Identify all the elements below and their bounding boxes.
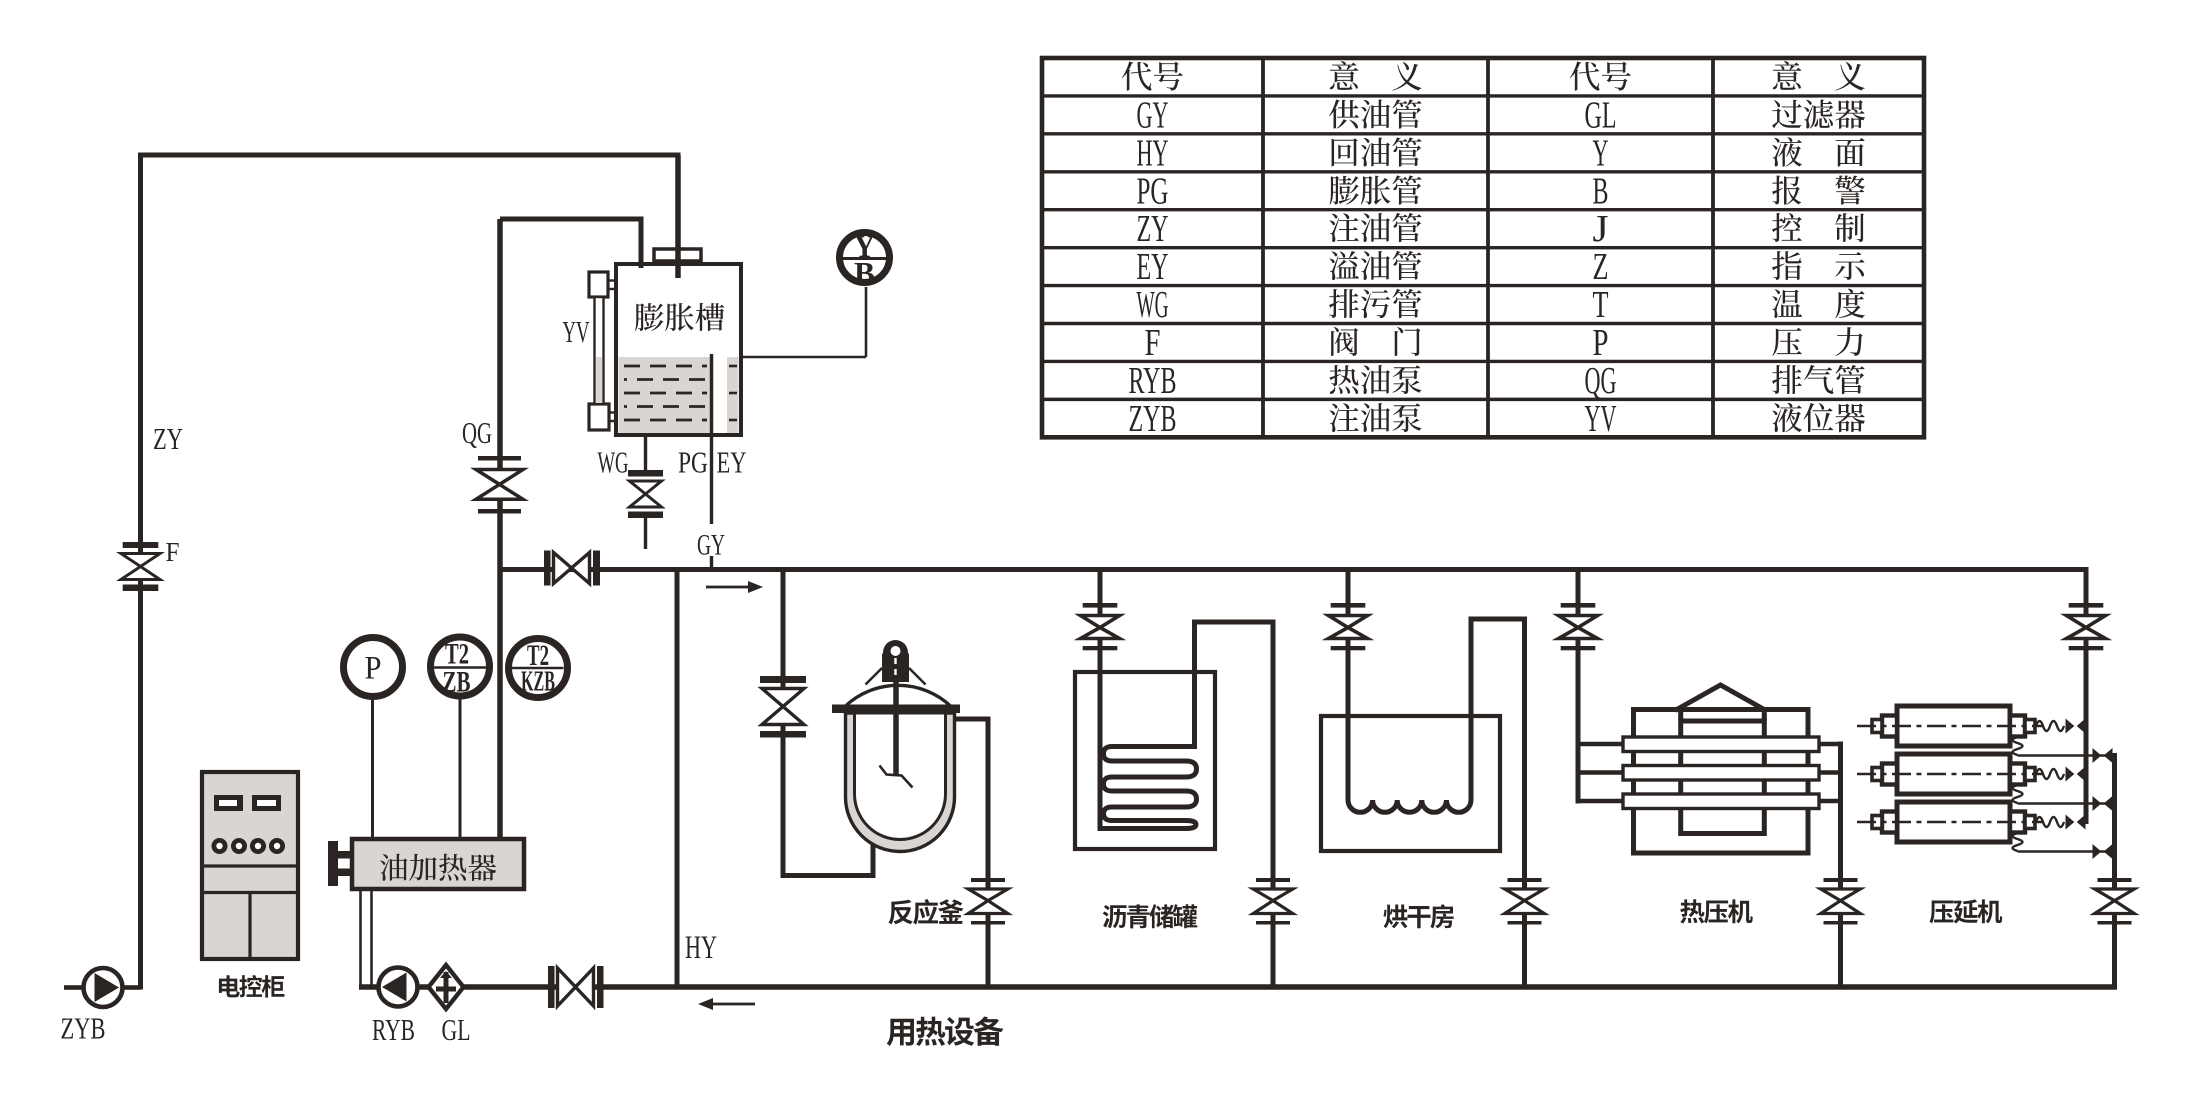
svg-text:T2: T2 — [527, 639, 549, 672]
svg-text:Y: Y — [854, 229, 875, 264]
svg-text:ZYB: ZYB — [61, 1011, 106, 1046]
svg-text:代号: 代号 — [1569, 53, 1632, 98]
svg-text:液位器: 液位器 — [1771, 394, 1866, 439]
svg-text:指 示: 指 示 — [1771, 243, 1866, 288]
svg-text:GL: GL — [1585, 94, 1617, 136]
svg-text:注油管: 注油管 — [1328, 205, 1423, 250]
svg-text:ZB: ZB — [443, 666, 471, 699]
svg-text:GY: GY — [1137, 94, 1169, 136]
svg-text:供油管: 供油管 — [1328, 91, 1423, 136]
svg-text:F: F — [166, 537, 180, 567]
svg-text:沥青储罐: 沥青储罐 — [1102, 897, 1198, 934]
svg-text:溢油管: 溢油管 — [1328, 243, 1423, 288]
svg-text:YV: YV — [563, 314, 590, 349]
svg-text:QG: QG — [462, 415, 492, 450]
svg-text:T2: T2 — [445, 638, 469, 671]
svg-text:膨胀管: 膨胀管 — [1328, 167, 1423, 212]
svg-text:RYB: RYB — [1129, 360, 1177, 402]
svg-text:热油泵: 热油泵 — [1328, 356, 1423, 401]
svg-text:用热设备: 用热设备 — [886, 1007, 1004, 1052]
svg-text:EY: EY — [717, 445, 747, 480]
svg-text:压 力: 压 力 — [1771, 318, 1866, 363]
svg-text:反应釜: 反应釜 — [888, 891, 964, 930]
svg-text:T: T — [1593, 284, 1609, 326]
svg-text:GY: GY — [697, 529, 725, 562]
svg-text:KZB: KZB — [521, 666, 555, 698]
svg-text:RYB: RYB — [372, 1012, 415, 1047]
svg-text:注油泵: 注油泵 — [1328, 394, 1423, 439]
svg-text:P: P — [365, 651, 382, 687]
svg-text:膨胀槽: 膨胀槽 — [634, 294, 726, 338]
svg-text:YV: YV — [1585, 398, 1617, 440]
svg-text:B: B — [1593, 170, 1609, 212]
svg-text:排污管: 排污管 — [1328, 281, 1423, 326]
svg-text:ZY: ZY — [153, 421, 183, 456]
svg-text:过滤器: 过滤器 — [1771, 91, 1866, 136]
svg-text:PG: PG — [678, 445, 708, 480]
svg-text:烘干房: 烘干房 — [1383, 897, 1454, 934]
svg-text:QG: QG — [1585, 360, 1617, 402]
svg-text:Z: Z — [1593, 246, 1609, 288]
svg-text:电控柜: 电控柜 — [216, 968, 285, 1003]
svg-text:意 义: 意 义 — [1328, 53, 1423, 98]
svg-text:报 警: 报 警 — [1771, 167, 1866, 212]
svg-text:ZY: ZY — [1137, 208, 1169, 250]
svg-text:代号: 代号 — [1121, 53, 1184, 98]
svg-text:P: P — [1593, 322, 1609, 364]
svg-text:HY: HY — [1137, 132, 1169, 174]
svg-text:液 面: 液 面 — [1771, 129, 1866, 174]
svg-text:ZYB: ZYB — [1129, 398, 1177, 440]
svg-text:油加热器: 油加热器 — [379, 846, 497, 888]
svg-text:温 度: 温 度 — [1771, 281, 1866, 326]
svg-text:Y: Y — [1593, 132, 1609, 174]
svg-text:压延机: 压延机 — [1929, 892, 2003, 929]
svg-text:GL: GL — [442, 1012, 471, 1047]
svg-text:HY: HY — [685, 930, 717, 966]
svg-text:J: J — [1593, 208, 1609, 250]
svg-text:意 义: 意 义 — [1771, 53, 1866, 98]
svg-text:EY: EY — [1137, 246, 1169, 288]
svg-text:F: F — [1145, 322, 1161, 364]
svg-text:热压机: 热压机 — [1679, 892, 1753, 929]
svg-text:WG: WG — [1137, 284, 1169, 326]
svg-text:回油管: 回油管 — [1328, 129, 1423, 174]
svg-text:排气管: 排气管 — [1771, 356, 1866, 401]
svg-text:PG: PG — [1137, 170, 1169, 212]
svg-text:阀 门: 阀 门 — [1328, 318, 1423, 363]
svg-text:控 制: 控 制 — [1771, 205, 1866, 250]
svg-text:WG: WG — [598, 445, 629, 480]
svg-text:B: B — [854, 256, 875, 291]
